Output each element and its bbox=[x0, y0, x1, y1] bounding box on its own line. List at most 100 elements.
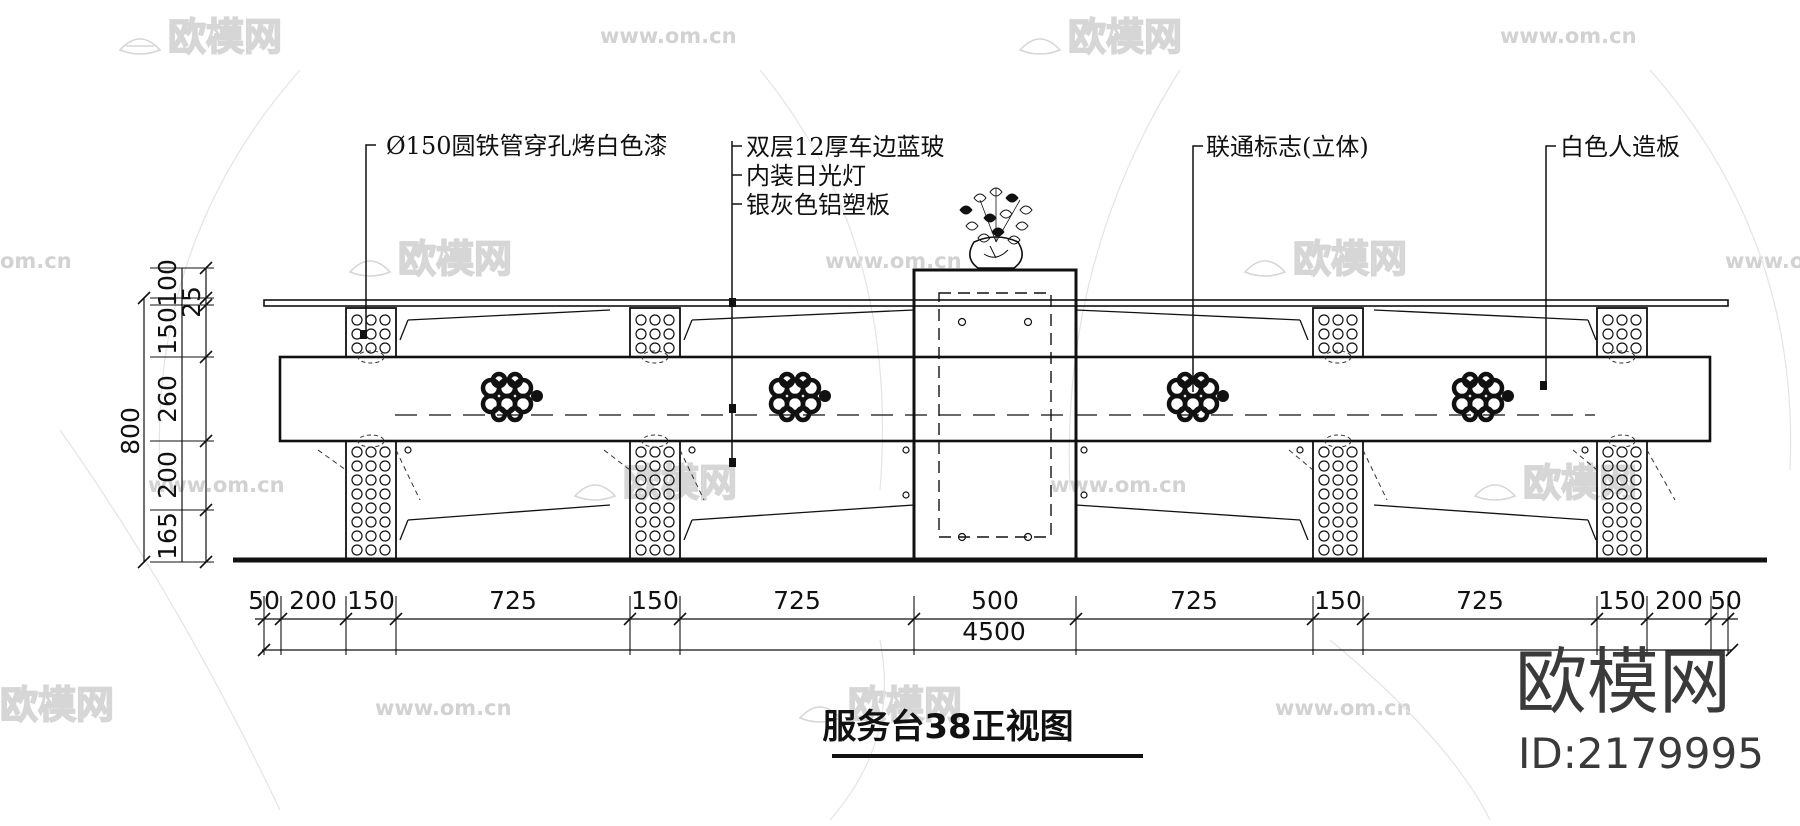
perforation-hole bbox=[635, 446, 647, 458]
plant-leaf bbox=[1005, 193, 1019, 203]
perforation-hole bbox=[663, 314, 675, 326]
plant-leaf bbox=[977, 233, 991, 243]
callout-board: 白色人造板 bbox=[1540, 133, 1680, 390]
perforation-hole bbox=[1346, 502, 1358, 514]
glass-top bbox=[263, 299, 1729, 307]
dim-label: 150 bbox=[153, 307, 182, 355]
perforation-hole bbox=[365, 502, 377, 514]
perforation-hole bbox=[379, 502, 391, 514]
perforation-hole bbox=[1616, 488, 1628, 500]
perforation-hole bbox=[365, 328, 377, 340]
unicom-logo bbox=[771, 374, 831, 420]
perforation-hole bbox=[351, 460, 363, 472]
dim-tick bbox=[1069, 612, 1083, 626]
center-pedestal bbox=[912, 268, 1078, 562]
perforation-hole bbox=[1346, 474, 1358, 486]
perforation-hole bbox=[1630, 474, 1642, 486]
perforation-hole bbox=[1602, 502, 1614, 514]
perforation-hole bbox=[1630, 488, 1642, 500]
perforation-hole bbox=[1318, 474, 1330, 486]
support-brackets bbox=[399, 309, 1597, 541]
perforation-hole bbox=[1332, 502, 1344, 514]
perforation-hole bbox=[649, 460, 661, 472]
pipe-perforations bbox=[351, 314, 1642, 556]
perforation-hole bbox=[1602, 328, 1614, 340]
perforation-hole bbox=[1616, 530, 1628, 542]
dim-tick bbox=[1356, 612, 1370, 626]
perforation-hole bbox=[365, 314, 377, 326]
perforation-hole bbox=[379, 474, 391, 486]
watermark-url: www.om.cn bbox=[375, 696, 512, 720]
dim-tick bbox=[137, 291, 151, 305]
perforation-hole bbox=[663, 488, 675, 500]
plant-leaf bbox=[991, 227, 1005, 237]
watermark-url: www.om.cn bbox=[1275, 696, 1412, 720]
drawing-title-block: 服务台38正视图 bbox=[822, 707, 1143, 758]
dim-tick bbox=[623, 612, 637, 626]
perforation-hole bbox=[663, 530, 675, 542]
perforation-hole bbox=[379, 488, 391, 500]
perforation-hole bbox=[663, 446, 675, 458]
perforation-hole bbox=[379, 530, 391, 542]
perforation-hole bbox=[1318, 446, 1330, 458]
svg-text:欧模网: 欧模网 bbox=[1068, 15, 1182, 59]
dim-label: 50 bbox=[248, 586, 280, 615]
perforation-hole bbox=[635, 328, 647, 340]
dim-tick bbox=[199, 350, 213, 364]
perforation-hole bbox=[1318, 488, 1330, 500]
dim-tick bbox=[1721, 612, 1735, 626]
plant-leaf bbox=[1007, 235, 1021, 245]
perforation-hole bbox=[663, 328, 675, 340]
dim-tick bbox=[1306, 612, 1320, 626]
dim-tick bbox=[199, 503, 213, 517]
perforation-hole bbox=[1318, 342, 1330, 354]
perforation-hole bbox=[1332, 516, 1344, 528]
perforation-hole bbox=[1332, 314, 1344, 326]
perforation-hole bbox=[1602, 474, 1614, 486]
perforation-hole bbox=[1332, 342, 1344, 354]
drawing-title: 服务台38正视图 bbox=[822, 707, 1073, 747]
watermark-url: om.cn bbox=[0, 249, 72, 273]
brand-stamp: 欧模网 ID:2179995 bbox=[1515, 640, 1764, 778]
perforation-hole bbox=[1630, 328, 1642, 340]
perforation-hole bbox=[663, 516, 675, 528]
perforation-hole bbox=[1318, 502, 1330, 514]
perforation-hole bbox=[351, 544, 363, 556]
perforation-hole bbox=[1346, 446, 1358, 458]
svg-text:欧模网: 欧模网 bbox=[168, 15, 282, 59]
dim-left-total: 800 bbox=[116, 407, 145, 455]
dimension-ticks bbox=[257, 596, 1739, 657]
dim-tick bbox=[1640, 612, 1654, 626]
perforation-hole bbox=[1602, 530, 1614, 542]
pipe-column bbox=[345, 307, 397, 560]
perforation-hole bbox=[351, 530, 363, 542]
perforation-hole bbox=[365, 544, 377, 556]
pipe-column bbox=[629, 307, 681, 560]
plant-leaf bbox=[959, 205, 973, 215]
perforation-hole bbox=[649, 502, 661, 514]
perforation-hole bbox=[1332, 488, 1344, 500]
perforation-hole bbox=[1346, 342, 1358, 354]
perforation-hole bbox=[1630, 460, 1642, 472]
perforation-hole bbox=[1346, 516, 1358, 528]
perforation-hole bbox=[379, 516, 391, 528]
perforation-hole bbox=[649, 516, 661, 528]
callout-logo-text: 联通标志(立体) bbox=[1206, 133, 1369, 161]
perforation-hole bbox=[379, 460, 391, 472]
perforation-hole bbox=[351, 446, 363, 458]
perforation-hole bbox=[365, 474, 377, 486]
perforation-hole bbox=[1616, 314, 1628, 326]
perforation-hole bbox=[1602, 544, 1614, 556]
pipe-joint-hidden-lines bbox=[357, 350, 1636, 448]
perforation-hole bbox=[635, 314, 647, 326]
dim-label: 500 bbox=[971, 586, 1019, 615]
svg-text:欧模网: 欧模网 bbox=[1293, 237, 1407, 281]
bracket-hidden-lines bbox=[317, 449, 1676, 501]
perforation-hole bbox=[1346, 544, 1358, 556]
perforation-hole bbox=[1332, 544, 1344, 556]
perforation-hole bbox=[1332, 460, 1344, 472]
perforation-hole bbox=[649, 328, 661, 340]
perforation-hole bbox=[1630, 314, 1642, 326]
